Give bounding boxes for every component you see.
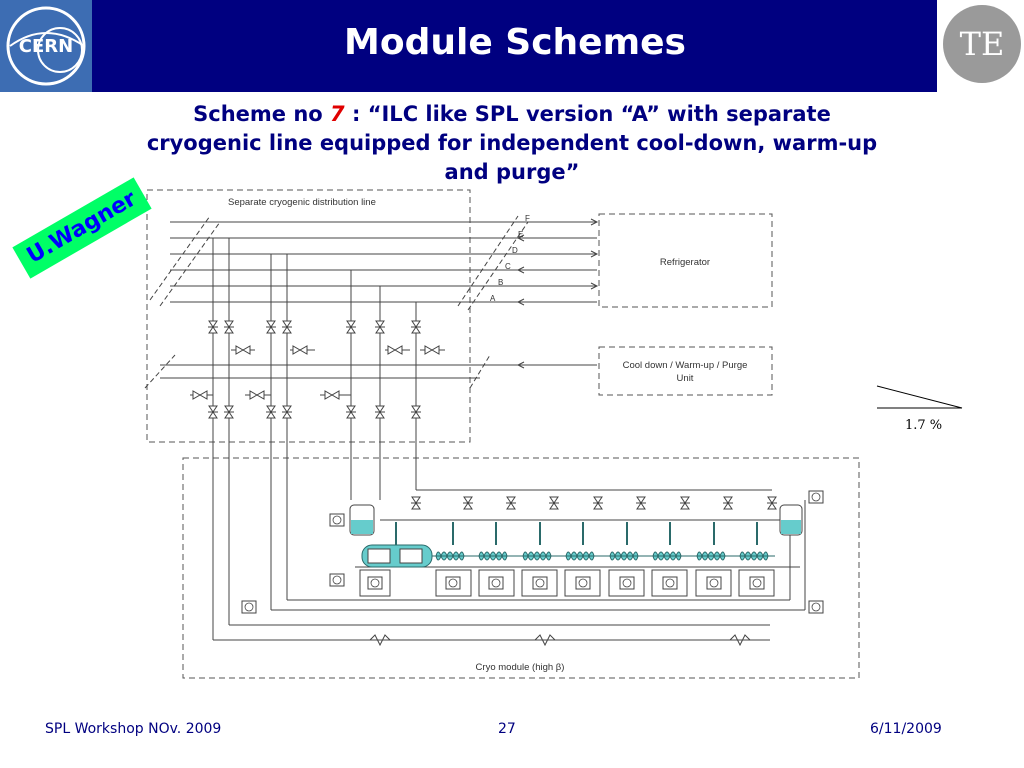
footer-event: SPL Workshop NOv. 2009 — [45, 721, 222, 737]
cryomodule-label: Cryo module (high β) — [476, 662, 565, 673]
scheme-number: 7 — [330, 102, 345, 126]
cooldown-label-line2: Unit — [677, 373, 694, 384]
phase-separators — [349, 504, 803, 536]
distribution-line-label: Separate cryogenic distribution line — [228, 197, 376, 208]
te-logo: TE — [943, 5, 1021, 83]
distribution-line-box: Separate cryogenic distribution line — [146, 189, 471, 443]
cavity-feeds — [395, 522, 758, 545]
subtitle-line-1: Scheme no 7 : “ILC like SPL version “A” … — [100, 100, 924, 129]
instrument-symbols — [241, 490, 824, 614]
refrigerator-box: Refrigerator — [598, 213, 773, 308]
cryomodule-box: Cryo module (high β) — [182, 457, 860, 679]
line-letter-d: D — [512, 246, 518, 255]
line-letter-c: C — [505, 262, 511, 271]
scheme-subtitle: Scheme no 7 : “ILC like SPL version “A” … — [100, 100, 924, 187]
refrigerator-label: Refrigerator — [660, 257, 710, 268]
slope-indicator: 1.7 % — [876, 385, 963, 433]
footer-page-number: 27 — [498, 721, 516, 737]
cryomodule-headers — [213, 489, 806, 647]
instrument-blocks — [359, 569, 775, 597]
cern-logo: CERN — [0, 0, 92, 92]
cooldown-label-line1: Cool down / Warm-up / Purge — [623, 360, 748, 371]
line-letter-e: E — [518, 230, 523, 239]
page-title: Module Schemes — [344, 22, 686, 63]
subtitle-line-3: and purge” — [444, 160, 580, 184]
distribution-valves — [192, 320, 440, 419]
cryomodule-top-valves — [410, 496, 778, 510]
line-letter-b: B — [498, 278, 503, 287]
line-letters: F E D C B A — [490, 214, 530, 303]
slope-label: 1.7 % — [905, 418, 942, 433]
cavity-string — [361, 544, 775, 568]
te-logo-text: TE — [959, 25, 1005, 63]
header-bar — [0, 0, 937, 92]
process-lines — [149, 215, 599, 311]
line-letter-a: A — [490, 294, 496, 303]
cern-logo-graphic: CERN — [6, 6, 86, 86]
line-letter-f: F — [525, 214, 530, 223]
footer-date: 6/11/2009 — [870, 721, 942, 737]
subtitle-prefix: Scheme no — [193, 102, 331, 126]
subtitle-line-2: cryogenic line equipped for independent … — [146, 131, 878, 155]
subtitle-line1-rest: : “ILC like SPL version “A” with separat… — [344, 102, 831, 126]
cooldown-unit-box: Cool down / Warm-up / Purge Unit — [598, 346, 773, 396]
vertical-risers — [190, 238, 445, 640]
cern-logo-text: CERN — [19, 36, 73, 57]
